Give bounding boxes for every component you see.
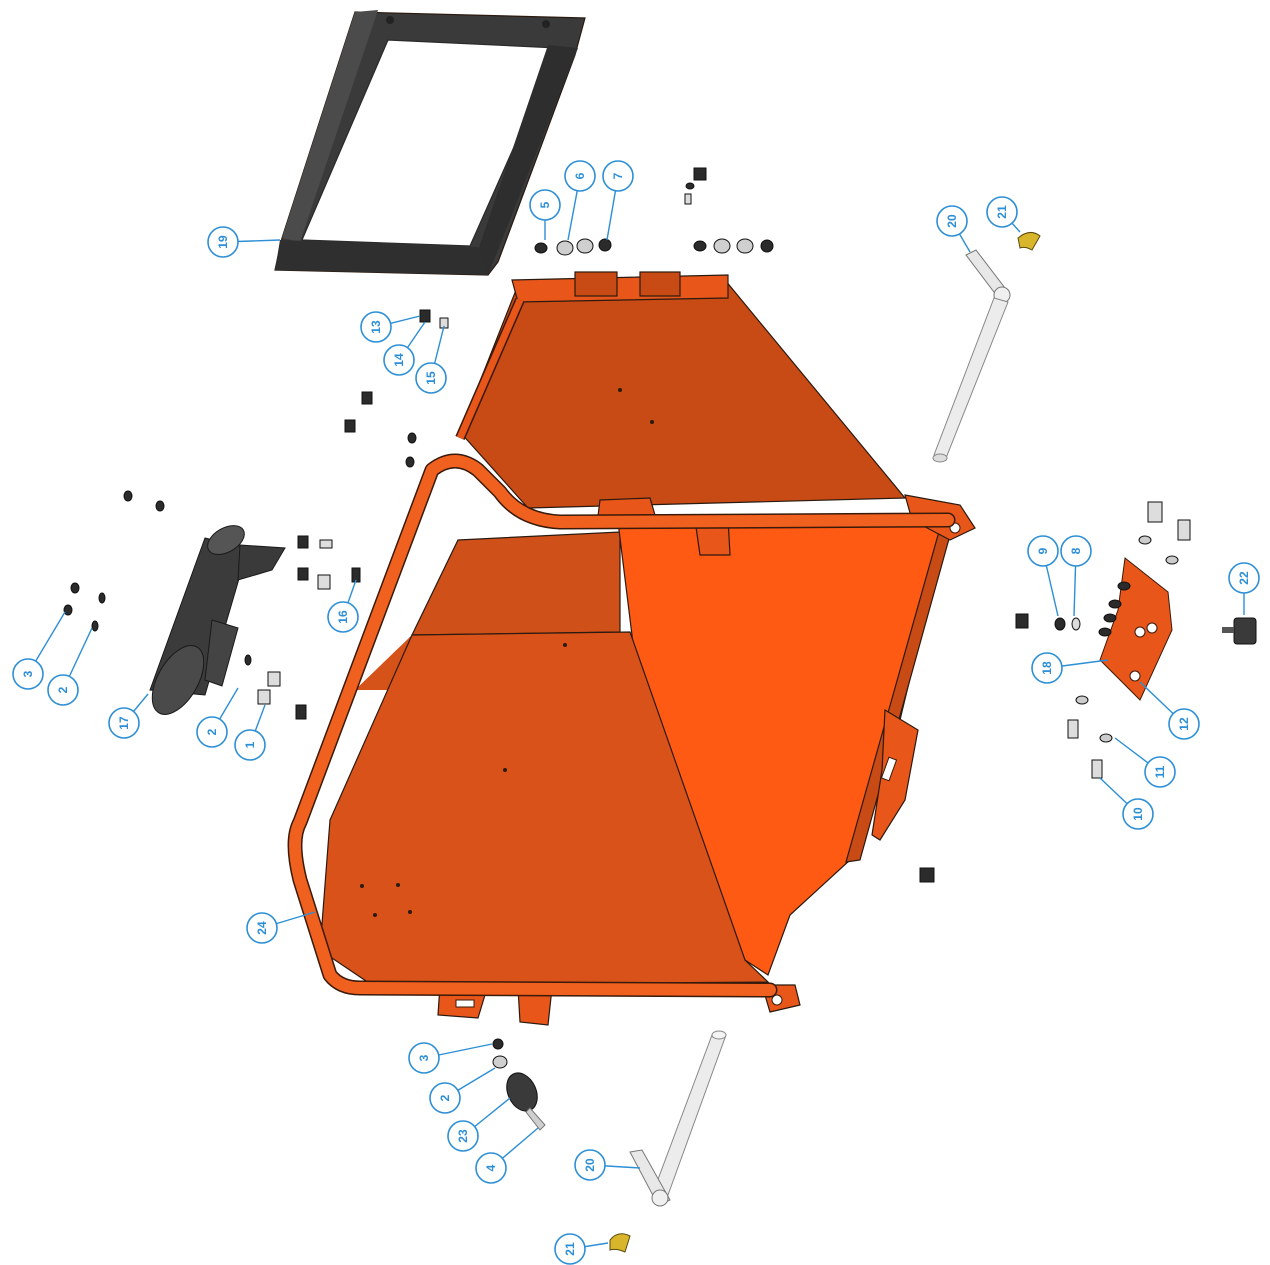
callout-label: 15 (424, 371, 438, 385)
callout-bubble (1228, 562, 1260, 594)
tube-frame-icon (287, 298, 956, 998)
callout-label: 5 (538, 201, 552, 208)
callout-bubble (1031, 652, 1063, 684)
callout-bubble (360, 311, 392, 343)
rubber-mount-icon (506, 1072, 546, 1131)
callout-label: 6 (573, 172, 587, 179)
callout-bubble (415, 362, 447, 394)
callout-label: 20 (945, 214, 959, 228)
callout-label: 21 (995, 205, 1009, 219)
callout-label: 2 (438, 1094, 452, 1101)
callout-bubble (529, 189, 561, 221)
callout-bubble (47, 674, 79, 706)
callout-bubble (1168, 708, 1200, 740)
callout-label: 16 (336, 610, 350, 624)
hopper-body-icon (319, 271, 976, 1026)
callout-bubble (574, 1149, 606, 1181)
callout-bubble (383, 344, 415, 376)
callout-label: 2 (56, 686, 70, 693)
callout-label: 9 (1036, 547, 1050, 554)
callout-bubble (986, 196, 1018, 228)
callout-label: 7 (611, 172, 625, 179)
callout-label: 24 (255, 921, 269, 935)
callout-bubble (327, 601, 359, 633)
callout-bubble (936, 205, 968, 237)
callout-bubble (1060, 535, 1092, 567)
mounting-bracket-icon (1099, 557, 1173, 701)
callout-bubble (408, 1042, 440, 1074)
pivot-pin-icon (629, 1030, 727, 1207)
callout-label: 4 (484, 1164, 498, 1171)
rectangular-frame-icon (274, 10, 586, 276)
callout-bubble (1122, 798, 1154, 830)
callout-bubble (12, 658, 44, 690)
callout-bubble (196, 716, 228, 748)
spring-clip-icon (609, 1233, 631, 1253)
callout-bubble (554, 1233, 586, 1265)
callout-label: 13 (369, 320, 383, 334)
callout-label: 1 (243, 741, 257, 748)
callout-label: 21 (563, 1242, 577, 1256)
callout-bubble (429, 1082, 461, 1114)
callout-bubble (564, 160, 596, 192)
callout-bubble (234, 729, 266, 761)
callout-label: 19 (216, 235, 230, 249)
callout-bubble (207, 226, 239, 258)
callout-label: 17 (117, 716, 131, 730)
callout-label: 8 (1069, 547, 1083, 554)
callout-label: 22 (1237, 571, 1251, 585)
callout-label: 18 (1040, 661, 1054, 675)
callout-label: 23 (456, 1129, 470, 1143)
callout-label: 3 (417, 1054, 431, 1061)
callout-bubble (602, 160, 634, 192)
callout-label: 20 (583, 1158, 597, 1172)
callout-bubble (447, 1120, 479, 1152)
callout-label: 14 (392, 353, 406, 367)
rubber-mount-icon (1222, 617, 1257, 645)
callout-bubble (475, 1152, 507, 1184)
pivot-pin-icon (932, 249, 1011, 463)
callout-label: 2 (205, 728, 219, 735)
callout-label: 12 (1177, 717, 1191, 731)
callout-label: 11 (1153, 765, 1167, 778)
callout-bubble (1144, 756, 1176, 788)
callout-label: 10 (1131, 807, 1145, 821)
callout-bubble (246, 912, 278, 944)
callout-bubble (108, 707, 140, 739)
hardware-icon (63, 167, 1191, 1069)
spring-clip-icon (1017, 232, 1041, 251)
cylinder-canister-icon (149, 525, 286, 715)
callout-bubble (1027, 535, 1059, 567)
callout-label: 3 (21, 670, 35, 677)
